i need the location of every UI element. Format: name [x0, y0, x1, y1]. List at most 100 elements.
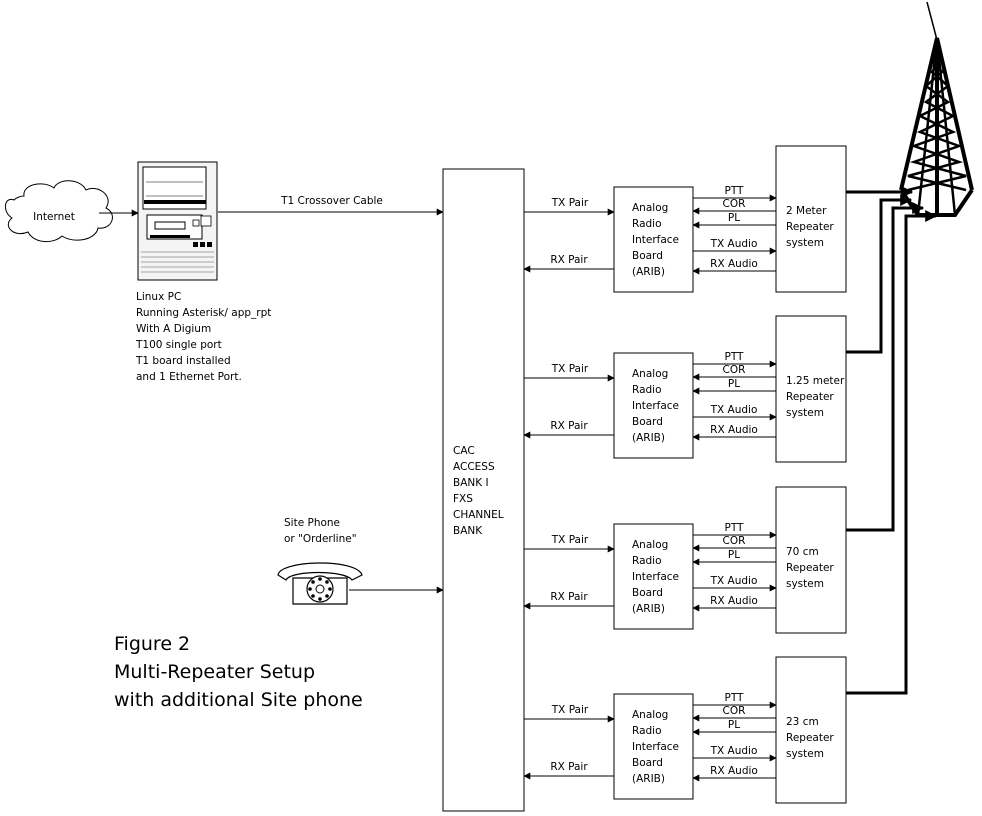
tx-audio-label: TX Audio [710, 575, 758, 587]
text-line: Interface [632, 400, 679, 412]
rx-pair-label: RX Pair [550, 420, 588, 432]
rx-audio-label: RX Audio [710, 765, 758, 777]
site-phone-label: Site Phone or "Orderline" [284, 517, 357, 545]
text-line: Running Asterisk/ app_rpt [136, 307, 271, 319]
text-line: 2 Meter [786, 205, 827, 217]
cor-label: COR [723, 198, 746, 210]
text-line: Radio [632, 384, 662, 396]
antenna-feedline [846, 202, 925, 532]
text-line: CAC [453, 445, 475, 457]
text-line: FXS [453, 493, 473, 505]
pl-label: PL [728, 719, 740, 731]
text-line: T100 single port [135, 339, 222, 351]
arib-box [613, 352, 694, 459]
linux-pc-icon [137, 161, 218, 281]
text-line: Radio [632, 218, 662, 230]
text-line: 23 cm [786, 716, 819, 728]
repeater-label: 23 cm Repeater system [786, 716, 834, 760]
pl-label: PL [728, 549, 740, 561]
text-line: Analog [632, 709, 668, 721]
text-line: system [786, 237, 824, 249]
text-line: system [786, 578, 824, 590]
text-line: BANK I [453, 477, 489, 489]
text-line: CHANNEL [453, 509, 504, 521]
text-line: (ARIB) [632, 432, 665, 444]
text-line: 1.25 meter [786, 375, 845, 387]
arib-box [613, 523, 694, 630]
text-line: Site Phone [284, 517, 340, 529]
cor-label: COR [723, 364, 746, 376]
text-line: (ARIB) [632, 266, 665, 278]
arib-box [613, 186, 694, 293]
text-line: ACCESS [453, 461, 495, 473]
text-line: Radio [632, 555, 662, 567]
repeater-box [775, 656, 847, 804]
ptt-label: PTT [725, 351, 745, 363]
text-line: (ARIB) [632, 773, 665, 785]
text-line: Board [632, 757, 663, 769]
antenna-feedline [846, 210, 938, 695]
internet-label: Internet [33, 211, 75, 223]
tx-pair-label: TX Pair [551, 363, 589, 375]
pl-label: PL [728, 212, 740, 224]
tx-pair-label: TX Pair [551, 704, 589, 716]
text-line: 70 cm [786, 546, 819, 558]
rx-audio-label: RX Audio [710, 424, 758, 436]
text-line: with additional Site phone [114, 689, 363, 711]
text-line: Interface [632, 571, 679, 583]
text-line: Repeater [786, 221, 834, 233]
repeater-box [775, 315, 847, 463]
ptt-label: PTT [725, 522, 745, 534]
rx-audio-label: RX Audio [710, 258, 758, 270]
antenna-feedline [846, 194, 913, 354]
rx-audio-label: RX Audio [710, 595, 758, 607]
pl-label: PL [728, 378, 740, 390]
text-line: Interface [632, 234, 679, 246]
text-line: Board [632, 250, 663, 262]
tx-audio-label: TX Audio [710, 404, 758, 416]
text-line: or "Orderline" [284, 533, 357, 545]
site-phone-icon [277, 562, 363, 605]
text-line: system [786, 407, 824, 419]
text-line: Analog [632, 368, 668, 380]
tx-pair-label: TX Pair [551, 197, 589, 209]
text-line: Linux PC [136, 291, 181, 303]
ptt-label: PTT [725, 185, 745, 197]
rx-pair-label: RX Pair [550, 761, 588, 773]
t1-crossover-label: T1 Crossover Cable [280, 195, 383, 207]
internet-cloud: Internet [5, 180, 113, 242]
text-line: Analog [632, 202, 668, 214]
text-line: Repeater [786, 732, 834, 744]
text-line: Figure 2 [114, 633, 190, 655]
text-line: With A Digium [136, 323, 211, 335]
rx-pair-label: RX Pair [550, 591, 588, 603]
cor-label: COR [723, 535, 746, 547]
text-line: Radio [632, 725, 662, 737]
tx-audio-label: TX Audio [710, 745, 758, 757]
text-line: BANK [453, 525, 483, 537]
text-line: Board [632, 416, 663, 428]
tx-pair-label: TX Pair [551, 534, 589, 546]
cor-label: COR [723, 705, 746, 717]
text-line: Repeater [786, 391, 834, 403]
text-line: (ARIB) [632, 603, 665, 615]
text-line: system [786, 748, 824, 760]
text-line: Interface [632, 741, 679, 753]
text-line: and 1 Ethernet Port. [136, 371, 242, 383]
text-line: Board [632, 587, 663, 599]
text-line: T1 board installed [135, 355, 231, 367]
rx-pair-label: RX Pair [550, 254, 588, 266]
ptt-label: PTT [725, 692, 745, 704]
